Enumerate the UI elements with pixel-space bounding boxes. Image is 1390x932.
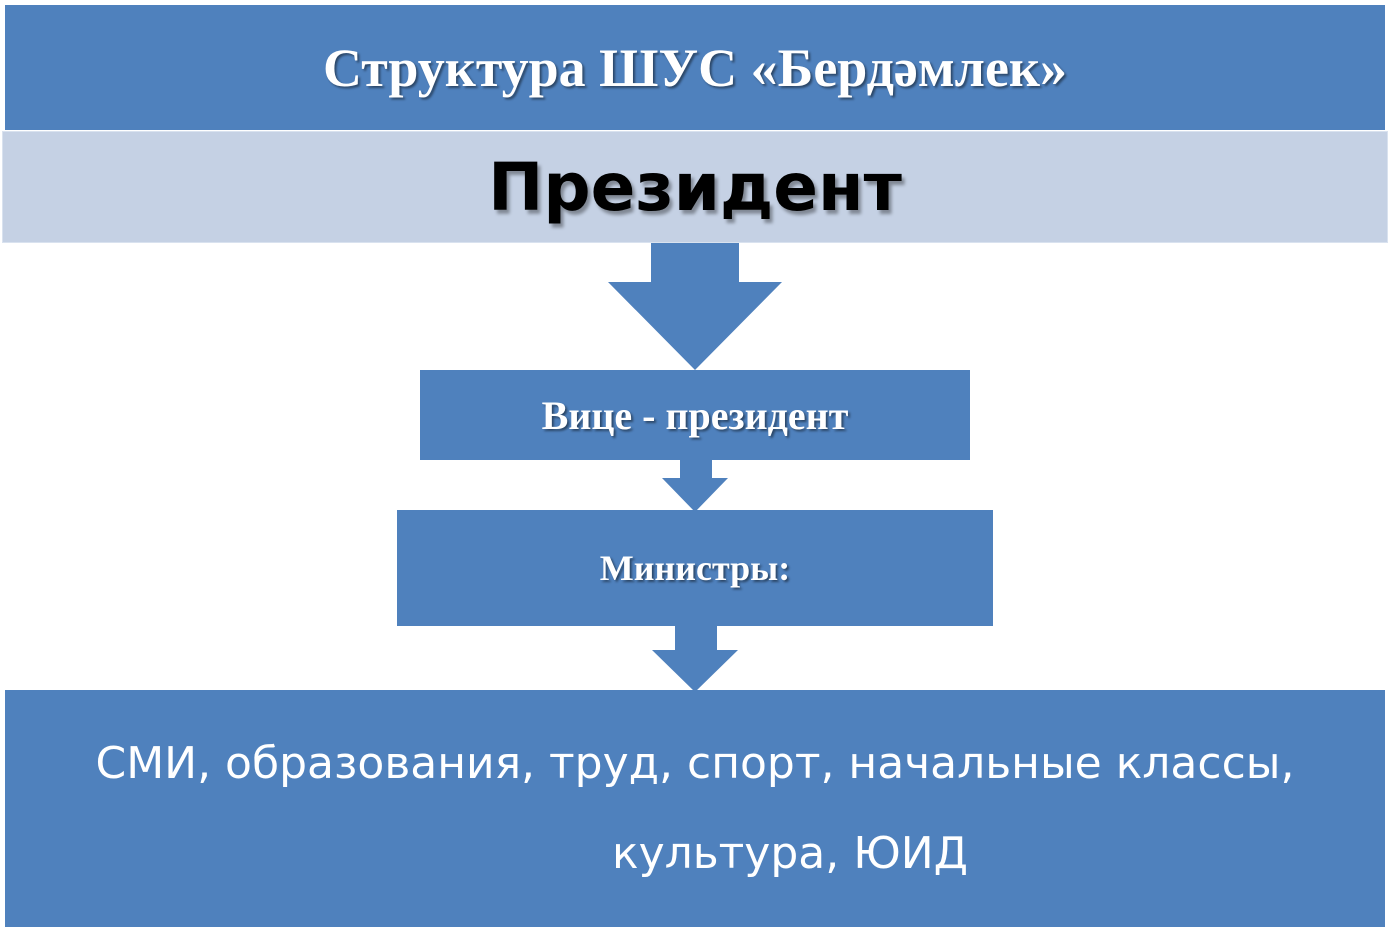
arrow-down-icon <box>608 243 782 370</box>
ministries-line-1: СМИ, образования, труд, спорт, начальные… <box>95 737 1295 789</box>
vice-president-box: Вице - президент <box>420 370 970 460</box>
arrow-down-icon <box>662 460 728 512</box>
ministries-box: СМИ, образования, труд, спорт, начальные… <box>5 690 1385 927</box>
ministers-box: Министры: <box>397 510 993 626</box>
ministries-line-2: культура, ЮИД <box>612 827 968 879</box>
diagram-title: Структура ШУС «Бердәмлек» <box>5 5 1385 130</box>
president-box: Президент <box>2 131 1388 243</box>
arrow-down-icon <box>652 626 738 692</box>
